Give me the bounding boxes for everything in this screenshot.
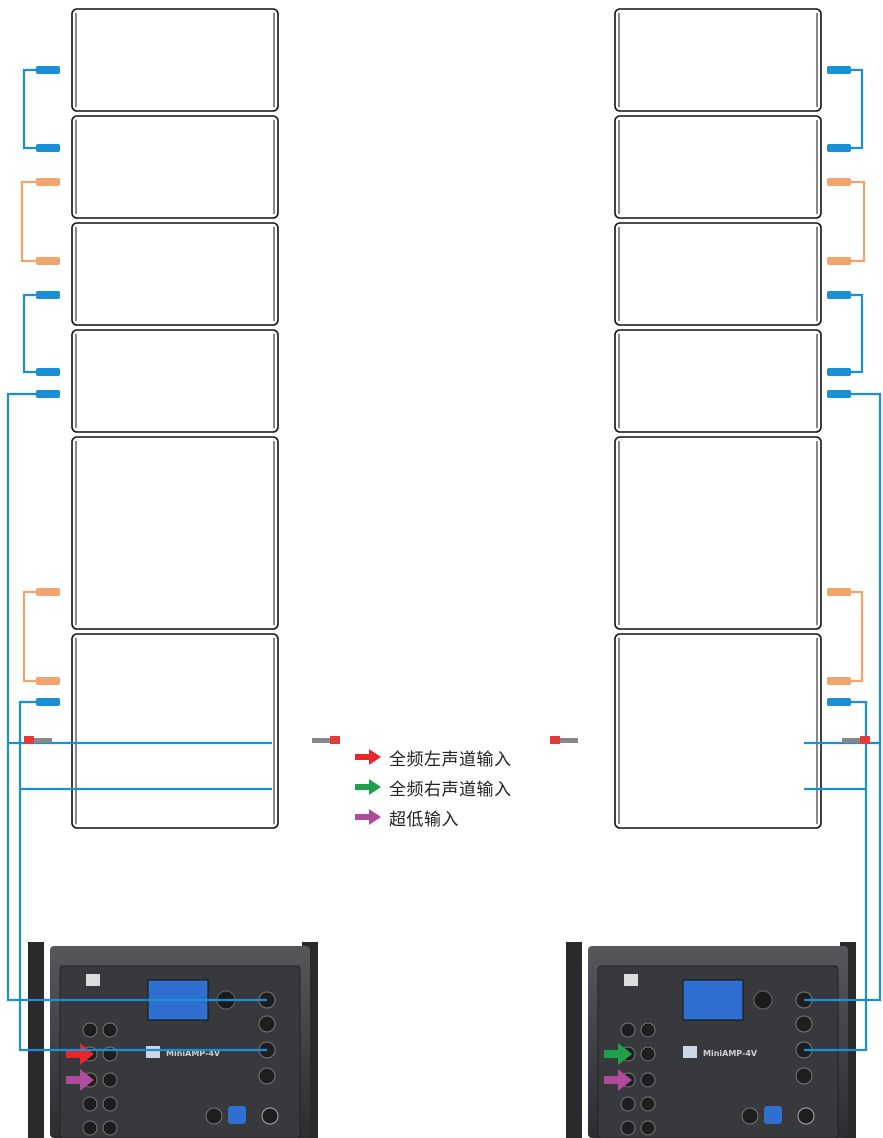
speaker-cabinet <box>71 115 279 219</box>
speaker-cabinet <box>614 115 822 219</box>
amp-volume-knob <box>753 990 773 1010</box>
speaker-cabinet <box>614 329 822 433</box>
red-arrow-icon <box>355 749 381 765</box>
blue-link-cable <box>22 293 38 374</box>
amp-display-screen <box>682 979 744 1021</box>
amp-power-switch <box>797 1107 815 1125</box>
orange-link-cable <box>22 590 38 683</box>
blue-amp-cable <box>18 700 272 791</box>
amp-cable-overlays <box>6 743 882 1052</box>
speaker-cabinet <box>71 8 279 112</box>
subwoofer-input-arrow <box>604 1069 632 1091</box>
orange-link-cable <box>20 180 38 263</box>
legend-label: 全频左声道输入 <box>389 749 512 770</box>
legend-label: 超低输入 <box>389 809 459 830</box>
blue-amp-cable <box>6 392 272 745</box>
blue-link-cable <box>22 68 38 150</box>
right-speaker-stack <box>614 8 822 829</box>
amp-power-connector <box>228 1106 246 1124</box>
amp-brand-logo <box>683 1046 697 1058</box>
left-connectors <box>36 66 60 706</box>
subwoofer-cabinet <box>614 436 822 630</box>
amp-power-switch <box>261 1107 279 1125</box>
left-speaker-stack <box>71 8 279 829</box>
subwoofer-cabinet <box>614 633 822 829</box>
legend: 全频左声道输入 全频右声道输入 超低输入 <box>355 742 512 832</box>
blue-link-cable <box>845 293 864 374</box>
amp-brand-logo <box>146 1046 160 1058</box>
speaker-cabinet <box>71 222 279 326</box>
legend-label: 全频右声道输入 <box>389 779 512 800</box>
subwoofer-cabinet <box>71 436 279 630</box>
legend-item-left-channel: 全频左声道输入 <box>355 742 512 772</box>
amp-model-label: MiniAMP-4V <box>703 1049 758 1058</box>
amp-output-jacks <box>795 991 813 1085</box>
subwoofer-cabinet <box>71 633 279 829</box>
amp-model-label: MiniAMP-4V <box>166 1049 221 1058</box>
legend-item-subwoofer: 超低输入 <box>355 802 512 832</box>
amp-logo <box>86 974 100 986</box>
speaker-cabinet <box>614 8 822 112</box>
right-channel-input-arrow <box>604 1043 632 1065</box>
right-amp-input-arrows <box>604 1043 632 1091</box>
orange-link-cable <box>845 180 866 263</box>
green-arrow-icon <box>355 779 381 795</box>
left-amplifier: MiniAMP-4V <box>24 736 340 1138</box>
speaker-cabinet <box>614 222 822 326</box>
purple-arrow-icon <box>355 809 381 825</box>
speaker-cabinet <box>71 329 279 433</box>
right-connectors <box>827 66 851 706</box>
left-channel-input-arrow <box>66 1043 94 1065</box>
amp-power-connector <box>764 1106 782 1124</box>
legend-item-right-channel: 全频右声道输入 <box>355 772 512 802</box>
left-amp-input-arrows <box>66 1043 94 1091</box>
blue-link-cable <box>845 68 864 150</box>
blue-amp-cable <box>804 700 868 791</box>
subwoofer-input-arrow <box>66 1069 94 1091</box>
amp-logo <box>624 974 638 986</box>
left-link-cables <box>6 68 272 791</box>
orange-link-cable <box>845 590 864 683</box>
